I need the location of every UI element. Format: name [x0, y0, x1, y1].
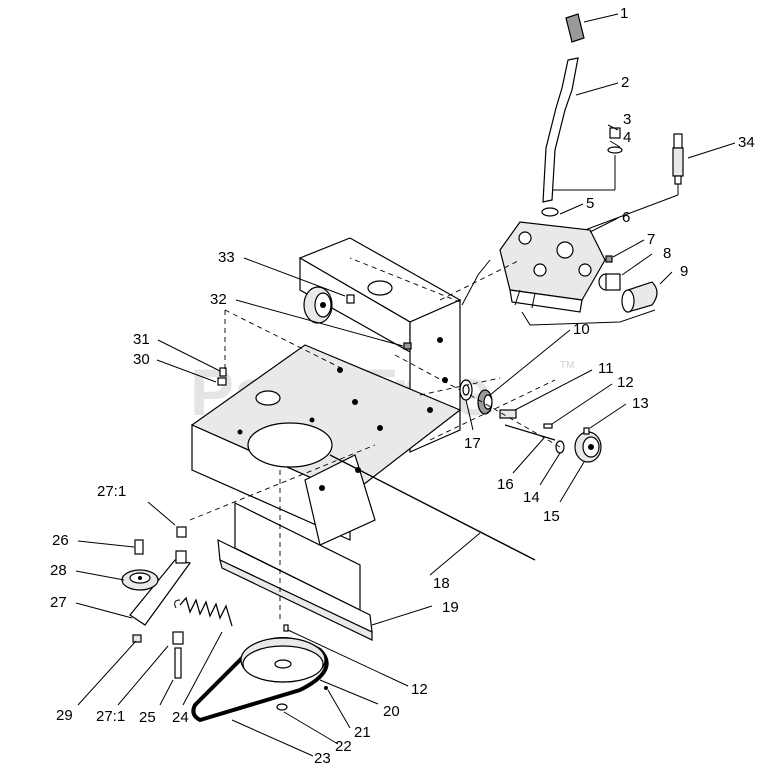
- callout-30: 30: [133, 351, 150, 368]
- callout-29: 29: [56, 707, 73, 724]
- watermark-tm: TM: [560, 360, 574, 371]
- spacer-27-1-mid: [175, 550, 187, 564]
- callout-4: 4: [623, 129, 631, 146]
- washer-21: [324, 686, 328, 690]
- hub-11: [499, 409, 517, 419]
- callout-27-1-top: 27:1: [97, 483, 126, 500]
- shaft-16: [504, 424, 556, 441]
- callout-20: 20: [383, 703, 400, 720]
- pulley-15: [574, 431, 602, 463]
- rod-18: [329, 454, 536, 561]
- transmission: [499, 221, 606, 313]
- bolt-25: [174, 647, 182, 679]
- callout-33: 33: [218, 249, 235, 266]
- nut-29: [132, 634, 142, 643]
- callout-31: 31: [133, 331, 150, 348]
- washer-22: [276, 703, 288, 711]
- bolt-26: [134, 539, 144, 555]
- callout-27: 27: [50, 594, 67, 611]
- key-12-upper: [543, 423, 553, 429]
- sensor-34: [672, 133, 684, 185]
- bolt-31: [219, 367, 227, 377]
- callout-32: 32: [210, 291, 227, 308]
- frame-pulley-assembly: [303, 286, 333, 324]
- callout-3: 3: [623, 111, 631, 128]
- callout-28: 28: [50, 562, 67, 579]
- callout-18: 18: [433, 575, 450, 592]
- callout-14: 14: [523, 489, 540, 506]
- callout-11: 11: [598, 360, 614, 377]
- pulley-20: [240, 637, 326, 683]
- callout-9: 9: [680, 263, 688, 280]
- callout-22: 22: [335, 738, 352, 755]
- callout-13: 13: [632, 395, 649, 412]
- callout-26: 26: [52, 532, 69, 549]
- callout-24: 24: [172, 709, 189, 726]
- bolt-33: [346, 294, 355, 304]
- callout-25: 25: [139, 709, 156, 726]
- bolt-30: [217, 377, 227, 386]
- callout-17: 17: [464, 435, 481, 452]
- callout-23: 23: [314, 750, 331, 767]
- idler-arm-27: [129, 559, 192, 626]
- bolt-7: [605, 255, 613, 263]
- callout-34: 34: [738, 134, 755, 151]
- main-frame: [190, 237, 462, 546]
- key-12-lower: [283, 624, 289, 632]
- callout-1: 1: [620, 5, 628, 22]
- callout-5: 5: [586, 195, 594, 212]
- leader-lines: [75, 13, 736, 757]
- callout-15: 15: [543, 508, 560, 525]
- callout-10: 10: [573, 321, 590, 338]
- callout-12-upper: 12: [617, 374, 634, 391]
- belt-guard-19: [217, 502, 373, 641]
- setscrew-13: [583, 427, 590, 435]
- spacer-27-1-low: [172, 631, 184, 645]
- callout-6: 6: [622, 209, 630, 226]
- callout-8: 8: [663, 245, 671, 262]
- bearing-17: [459, 379, 473, 401]
- callout-19: 19: [442, 599, 459, 616]
- nut-32: [403, 342, 412, 350]
- callout-16: 16: [497, 476, 514, 493]
- callout-labels: 1 2 3 4 34 5 6 7 8 9 33 32 10 11 12 13 3…: [50, 5, 755, 767]
- clutch-10: [477, 389, 493, 415]
- bolt-washer-3-4: [607, 127, 623, 154]
- shift-lever: [542, 13, 585, 203]
- callout-12-lower: 12: [411, 681, 428, 698]
- sleeve-9: [621, 281, 658, 313]
- coupler-8: [598, 273, 621, 291]
- spacer-27-1-top: [176, 526, 187, 538]
- idler-pulley-28: [121, 569, 159, 591]
- callout-7: 7: [647, 231, 655, 248]
- callout-21: 21: [354, 724, 371, 741]
- callout-27-1-low: 27:1: [96, 708, 125, 725]
- washer-5: [541, 207, 559, 217]
- callout-2: 2: [621, 74, 629, 91]
- spring-24: [174, 596, 233, 627]
